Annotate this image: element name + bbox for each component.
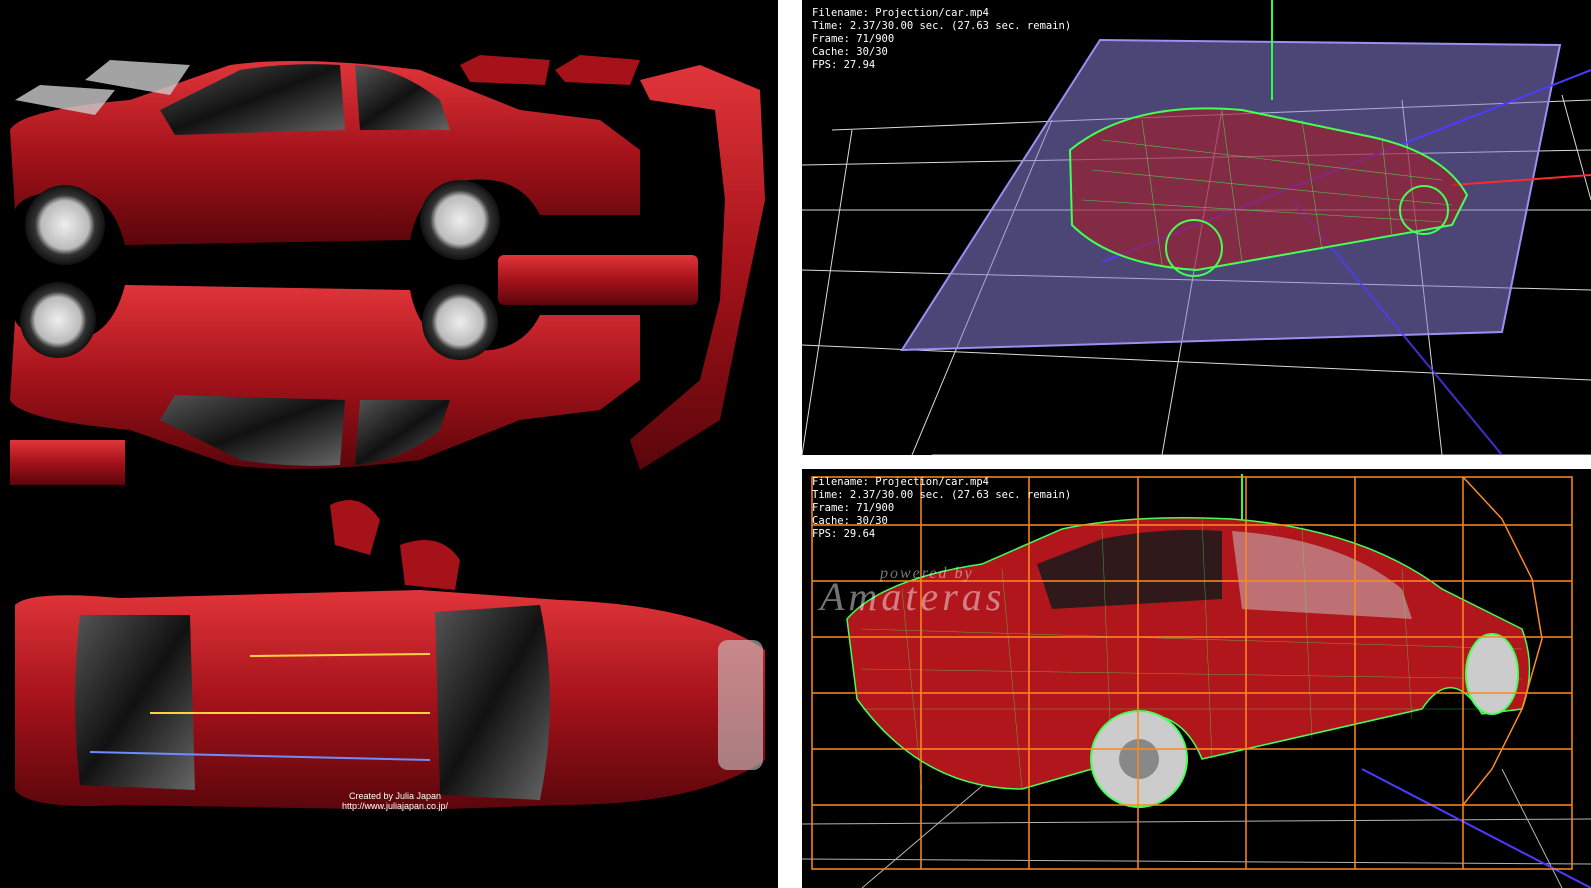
small-part-1	[10, 440, 125, 485]
viewport-3d-scene-bottom	[802, 474, 1591, 888]
wireframe-car-top[interactable]	[1068, 107, 1469, 272]
rear-panel	[498, 255, 698, 305]
headlight-piece-1	[85, 60, 190, 95]
headlight-piece-2	[15, 85, 115, 115]
watermark-powered-by: powered by	[880, 565, 974, 582]
hud-time: Time: 2.37/30.00 sec. (27.63 sec. remain…	[812, 489, 1072, 501]
side-window-rear	[160, 64, 345, 135]
hud-filename: Filename: Projection/car.mp4	[812, 476, 990, 488]
hud-cache: Cache: 30/30	[812, 46, 888, 58]
texture-credit-line1: Created by Julia Japan	[348, 791, 442, 801]
hud-fps: FPS: 27.94	[812, 59, 876, 71]
wheel-2	[420, 180, 500, 260]
bumper-strip	[630, 65, 765, 470]
wheel-3	[20, 282, 96, 358]
hud-filename: Filename: Projection/car.mp4	[812, 7, 990, 19]
watermark-amateras: Amateras	[820, 574, 1006, 619]
rear-windshield	[75, 615, 195, 790]
front-windshield	[435, 605, 550, 800]
side-window-lower-rear	[160, 395, 345, 466]
car-texture-image	[10, 55, 765, 810]
hud-frame: Frame: 71/900	[812, 502, 895, 514]
hud-fps: FPS: 29.64	[812, 528, 876, 540]
axis-red	[1451, 174, 1591, 186]
hud-cache: Cache: 30/30	[812, 515, 888, 527]
hud-frame: Frame: 71/900	[812, 33, 895, 45]
viewport-3d-scene-top	[802, 0, 1591, 455]
viewport-textured-car[interactable]: powered by Amateras Filename: Projection…	[802, 469, 1591, 888]
car-rear-window	[1037, 530, 1222, 609]
hud-time: Time: 2.37/30.00 sec. (27.63 sec. remain…	[812, 20, 1072, 32]
small-part-3	[400, 540, 460, 590]
horizontal-divider	[802, 455, 1591, 469]
vertical-divider	[778, 0, 802, 888]
car-side-window	[1232, 531, 1412, 619]
texture-credit: Created by Julia Japan http://www.juliaj…	[320, 791, 470, 811]
mirror-piece-1	[460, 55, 550, 85]
texture-credit-line2: http://www.juliajapan.co.jp/	[341, 801, 449, 811]
texture-atlas-panel: Created by Julia Japan http://www.juliaj…	[0, 0, 778, 888]
deformation-cage[interactable]	[811, 476, 1573, 870]
amateras-watermark: powered by Amateras	[820, 565, 1005, 620]
side-window-front	[355, 65, 450, 130]
mirror-piece-2	[555, 55, 640, 85]
wheel-1	[25, 185, 105, 265]
small-part-2	[330, 500, 380, 555]
axis-blue-bottom	[1361, 768, 1591, 888]
car-front-wheel	[1465, 633, 1519, 715]
front-grille	[718, 640, 763, 770]
wheel-4	[422, 284, 498, 360]
side-window-lower-front	[355, 400, 450, 465]
